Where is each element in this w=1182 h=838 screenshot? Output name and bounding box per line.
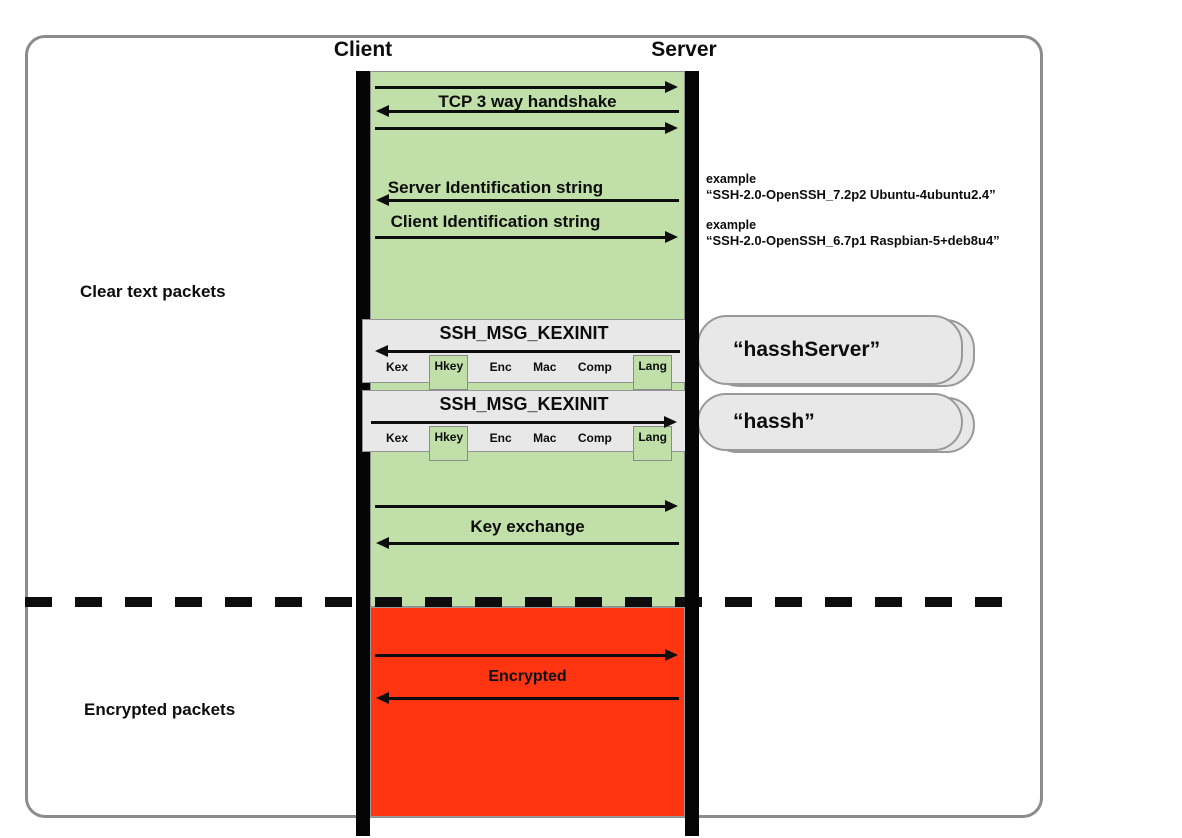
- kexinit-client-panel: SSH_MSG_KEXINIT Kex Hkey Enc Mac Comp La…: [362, 390, 686, 461]
- kex-field-lang: Lang: [633, 426, 672, 461]
- kex-field-kex: Kex: [386, 360, 409, 374]
- key-exchange-arrow-right: [375, 505, 666, 508]
- client-lifeline-bar: [356, 71, 370, 836]
- server-label: Server: [651, 38, 717, 61]
- example-caption: example: [706, 218, 757, 232]
- kex-field-mac: Mac: [533, 431, 557, 445]
- kexinit-client-fields: Kex Hkey Enc Mac Comp Lang: [363, 426, 685, 461]
- kex-field-hkey: Hkey: [429, 355, 469, 390]
- encrypted-label: Encrypted: [488, 668, 567, 685]
- hasshserver-callout: “hasshServer”: [697, 315, 963, 385]
- example-value: “SSH-2.0-OpenSSH_7.2p2 Ubuntu-4ubuntu2.4…: [706, 187, 996, 202]
- kexinit-client-title: SSH_MSG_KEXINIT: [439, 394, 609, 414]
- example-value: “SSH-2.0-OpenSSH_6.7p1 Raspbian-5+deb8u4…: [706, 233, 1000, 248]
- kexinit-server-panel: SSH_MSG_KEXINIT Kex Hkey Enc Mac Comp La…: [362, 319, 686, 390]
- tcp-handshake-label: TCP 3 way handshake: [438, 92, 617, 111]
- server-lifeline-bar: [685, 71, 699, 836]
- encrypted-zone: [370, 607, 685, 817]
- kexinit-server-arrow: [387, 350, 680, 353]
- client-identification-arrow: [375, 236, 666, 239]
- key-exchange-arrow-left: [388, 542, 679, 545]
- kexinit-client-arrow: [371, 421, 665, 424]
- kex-field-enc: Enc: [489, 360, 512, 374]
- encrypted-arrow-left: [388, 697, 679, 700]
- client-id-example: example “SSH-2.0-OpenSSH_6.7p1 Raspbian-…: [706, 218, 1000, 248]
- server-identification-arrow: [388, 199, 679, 202]
- kex-field-lang: Lang: [633, 355, 672, 390]
- kex-field-enc: Enc: [489, 431, 512, 445]
- tcp-synack-arrow: [388, 110, 679, 113]
- server-id-example: example “SSH-2.0-OpenSSH_7.2p2 Ubuntu-4u…: [706, 172, 996, 202]
- tcp-syn-arrow: [375, 86, 666, 89]
- example-caption: example: [706, 172, 757, 186]
- encrypted-arrow-right: [375, 654, 666, 657]
- server-identification-label: Server Identification string: [387, 178, 604, 197]
- hassh-callout: “hassh”: [697, 393, 963, 451]
- kex-field-mac: Mac: [533, 360, 557, 374]
- clear-packets-label: Clear text packets: [80, 282, 226, 301]
- kexinit-server-title: SSH_MSG_KEXINIT: [439, 323, 609, 343]
- clear-encrypted-divider: [25, 597, 1020, 607]
- key-exchange-label: Key exchange: [470, 517, 585, 536]
- kex-field-comp: Comp: [577, 431, 612, 445]
- kexinit-server-fields: Kex Hkey Enc Mac Comp Lang: [363, 355, 685, 390]
- encrypted-packets-label: Encrypted packets: [84, 700, 236, 719]
- kex-field-comp: Comp: [577, 360, 612, 374]
- client-label: Client: [333, 38, 393, 61]
- tcp-ack-arrow: [375, 127, 666, 130]
- kex-field-kex: Kex: [386, 431, 409, 445]
- kex-field-hkey: Hkey: [429, 426, 469, 461]
- client-identification-label: Client Identification string: [390, 212, 601, 231]
